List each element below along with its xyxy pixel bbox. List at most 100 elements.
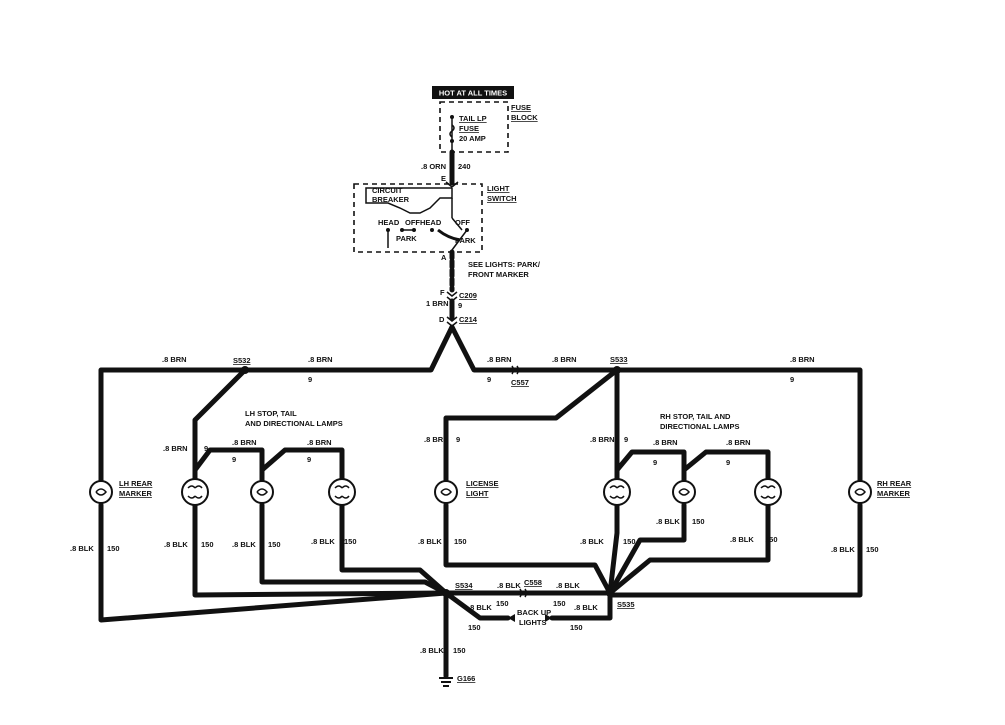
circuit-label: 9 — [204, 444, 208, 453]
c557-label: C557 — [511, 378, 529, 387]
circuit-label: 150 — [468, 623, 481, 632]
c214-label: C214 — [459, 315, 478, 324]
fuse-name-1: TAIL LP — [459, 114, 487, 123]
license-light-feed — [443, 367, 620, 483]
feed-wire-circuit: 240 — [458, 162, 471, 171]
hot-label: HOT AT ALL TIMES — [439, 89, 507, 98]
see-note-1: SEE LIGHTS: PARK/ — [468, 260, 541, 269]
rh-turn-ground-wire — [607, 502, 687, 596]
wire-label: .8 BRN — [487, 355, 512, 364]
splice-s532: S532 — [233, 356, 251, 365]
terminal-a: A — [441, 253, 447, 262]
wire-label: .8 BLK — [730, 535, 754, 544]
circuit-label: 150 — [866, 545, 879, 554]
rh-group-label-2: DIRECTIONAL LAMPS — [660, 422, 739, 431]
rh-marker-ground-wire — [607, 502, 863, 598]
fuse-rating: 20 AMP — [459, 134, 486, 143]
wire-label: .8 BLK — [468, 603, 492, 612]
wire-label: .8 BRN — [163, 444, 188, 453]
wire-label: .8 BLK — [70, 544, 94, 553]
hot-banner — [432, 86, 514, 99]
wire-label: .8 BRN — [590, 435, 615, 444]
wire-label: .8 BRN — [424, 435, 449, 444]
fuse-symbol — [449, 124, 455, 138]
circuit-label: 9 — [726, 458, 730, 467]
backup-label-1: BACK UP — [517, 608, 551, 617]
wire-label: .8 BLK — [831, 545, 855, 554]
circuit-label: 150 — [623, 537, 636, 546]
wire-label: .8 BLK — [497, 581, 521, 590]
wire-label: .8 BRN — [790, 355, 815, 364]
c209-wire-color: 1 BRN — [426, 299, 449, 308]
circuit-label: 150 — [454, 537, 467, 546]
circuit-breaker-path — [365, 187, 453, 214]
park-label-2: PARK — [455, 236, 476, 245]
fuse-block-title-1: FUSE — [511, 103, 531, 112]
wire-label: .8 BLK — [164, 540, 188, 549]
wire-label: .8 BLK — [656, 517, 680, 526]
fuse-block-title-2: BLOCK — [511, 113, 538, 122]
backup-label-2: LIGHTS — [519, 618, 547, 627]
lh-marker-label-1: LH REAR — [119, 479, 153, 488]
c209-pin-f: F — [440, 288, 445, 297]
splice-s534: S534 — [455, 581, 473, 590]
license-label-1: LICENSE — [466, 479, 499, 488]
circuit-label: 9 — [487, 375, 491, 384]
rh-tail-lamp — [754, 478, 782, 506]
see-note-2: FRONT MARKER — [468, 270, 529, 279]
circuit-label: 150 — [453, 646, 466, 655]
lh-stop-tail-lamp — [181, 478, 209, 506]
wire-label: .8 BRN — [232, 438, 257, 447]
fuse-block-box — [439, 101, 509, 153]
lh-turn-lamp-feed — [192, 447, 265, 483]
wire-label: .8 BLK — [574, 603, 598, 612]
c209-label: C209 — [459, 291, 477, 300]
circuit-label: 9 — [308, 375, 312, 384]
lh-group-label-2: AND DIRECTIONAL LAMPS — [245, 419, 343, 428]
rh-marker-label-1: RH REAR — [877, 479, 912, 488]
off-label-2: OFF — [455, 218, 470, 227]
wire-label: .8 BRN — [162, 355, 187, 364]
lh-tail-lamp — [328, 478, 356, 506]
lh-rear-marker-lamp — [89, 480, 113, 504]
wire-label: .8 BLK — [420, 646, 444, 655]
breaker-label-1: CIRCUIT — [372, 186, 403, 195]
license-light-lamp — [434, 480, 458, 504]
lh-tail-ground-wire — [339, 502, 449, 596]
wire-label: .8 BLK — [311, 537, 335, 546]
park-label-1: PARK — [396, 234, 417, 243]
c209-circuit: 9 — [458, 301, 462, 310]
rh-stop-tail-lamp — [603, 478, 631, 506]
fuse-name-2: FUSE — [459, 124, 479, 133]
wire-label: .8 BRN — [308, 355, 333, 364]
backup-left-wire — [443, 590, 511, 621]
circuit-label: 150 — [107, 544, 120, 553]
feed-wire-color: .8 ORN — [421, 162, 446, 171]
circuit-label: 150 — [268, 540, 281, 549]
rh-group-label-1: RH STOP, TAIL AND — [660, 412, 731, 421]
light-switch-box — [353, 183, 483, 253]
wire-label: .8 BRN — [307, 438, 332, 447]
rh-marker-label-2: MARKER — [877, 489, 910, 498]
breaker-label-2: BREAKER — [372, 195, 410, 204]
rh-tail-ground-wire — [607, 502, 771, 596]
license-label-2: LIGHT — [466, 489, 489, 498]
light-switch-title-2: SWITCH — [487, 194, 517, 203]
head-label-2: HEAD — [420, 218, 442, 227]
lh-marker-label-2: MARKER — [119, 489, 152, 498]
circuit-label: 9 — [790, 375, 794, 384]
wire-label: .8 BLK — [580, 537, 604, 546]
rh-rear-marker-lamp — [848, 480, 872, 504]
circuit-label: 9 — [307, 455, 311, 464]
wire-label: .8 BRN — [653, 438, 678, 447]
c558-label: C558 — [524, 578, 542, 587]
lh-turn-lamp — [250, 480, 274, 504]
license-ground-wire — [443, 502, 613, 596]
lh-stop-lamp-feed — [192, 367, 248, 483]
lh-group-label-1: LH STOP, TAIL — [245, 409, 297, 418]
rh-turn-lamp — [672, 480, 696, 504]
rh-turn-lamp-feed — [614, 449, 687, 483]
wire-label: .8 BLK — [556, 581, 580, 590]
circuit-label: 9 — [232, 455, 236, 464]
brn-bus-wire — [98, 324, 863, 483]
